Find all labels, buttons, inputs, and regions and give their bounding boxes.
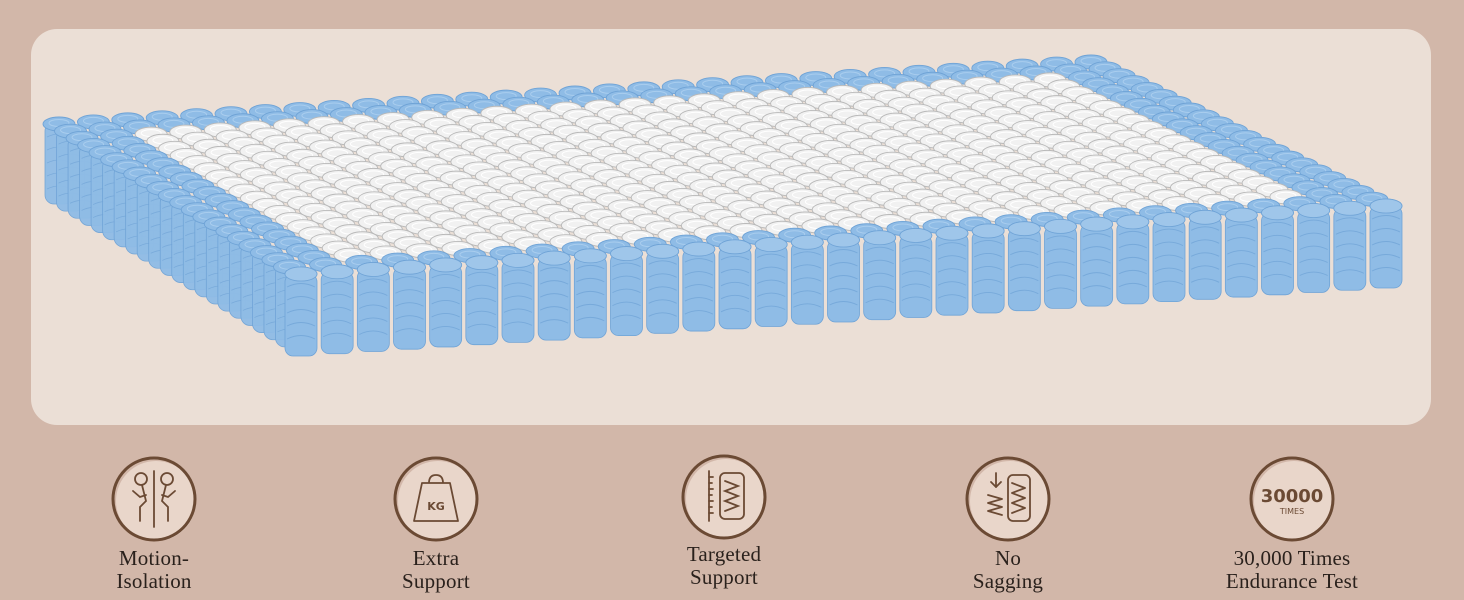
svg-text:TIMES: TIMES <box>1279 507 1304 516</box>
feature-label: 30,000 Times Endurance Test <box>1225 546 1359 593</box>
svg-text:KG: KG <box>427 500 445 513</box>
two-people-divider-icon <box>110 455 198 543</box>
svg-text:30000: 30000 <box>1261 486 1324 507</box>
feature-endurance-test: 30000 TIMES 30,000 Times Endurance Test <box>1172 440 1412 593</box>
feature-label: Targeted Support <box>686 542 762 589</box>
compressed-spring-icon <box>964 455 1052 543</box>
feature-motion-isolation: Motion- Isolation <box>34 440 274 593</box>
feature-label: No Sagging <box>972 546 1044 593</box>
feature-label: Extra Support <box>402 546 470 593</box>
pocket-spring-mattress-image <box>42 54 1403 357</box>
feature-targeted-support: Targeted Support <box>604 440 844 589</box>
kg-weight-icon: KG <box>392 455 480 543</box>
feature-no-sagging: No Sagging <box>888 440 1128 593</box>
feature-extra-support: KG Extra Support <box>316 440 556 593</box>
spring-ruler-icon <box>680 453 768 541</box>
30000-times-badge-icon: 30000 TIMES <box>1248 455 1336 543</box>
feature-label: Motion- Isolation <box>116 546 192 593</box>
feature-list: Motion- Isolation KG Extra Support <box>0 440 1464 600</box>
product-image-panel <box>31 29 1431 425</box>
